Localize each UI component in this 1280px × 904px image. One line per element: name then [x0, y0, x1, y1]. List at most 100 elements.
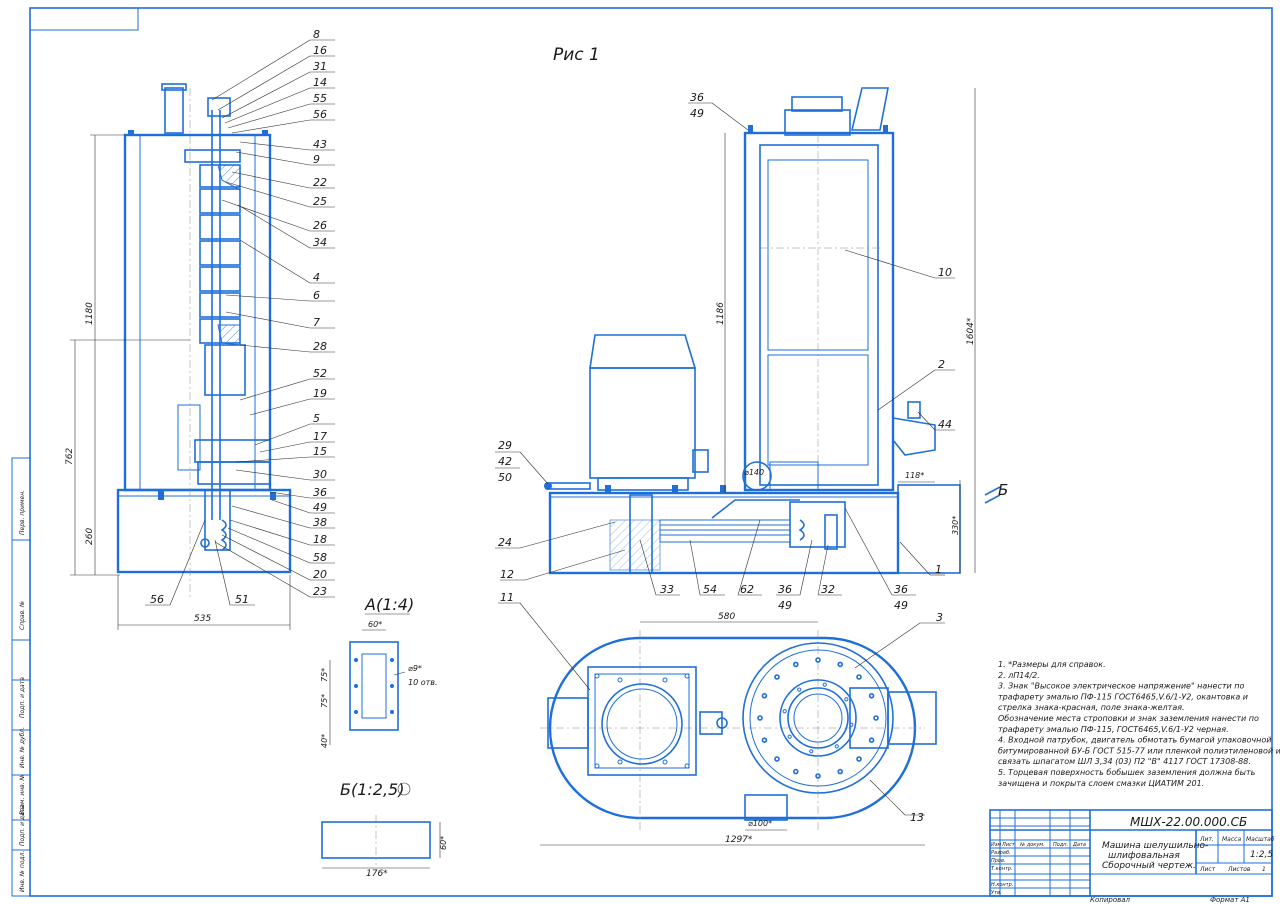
callout-front-33: 33 [660, 583, 674, 596]
callout-front-62: 62 [740, 583, 754, 596]
dim-535: 535 [194, 614, 211, 624]
bolt-hole [844, 697, 849, 702]
callout-front-12: 12 [500, 568, 514, 581]
callout-front-2: 2 [938, 358, 945, 371]
side-stamp: Перв. примен. Справ. № Подп. и дата Инв.… [11, 457, 31, 897]
copied-label: Копировал [1090, 896, 1131, 904]
callout-left-52: 52 [313, 367, 327, 380]
rotor-stack [199, 164, 241, 346]
note-line: трафарету эмалью ПФ-115, ГОСТ6465,V.6/1-… [998, 725, 1229, 734]
bolt-hole [856, 756, 862, 762]
callout-left-30: 30 [313, 468, 327, 481]
note-line: стрелка знака-красная, поле знака-желтая… [998, 703, 1185, 712]
callout-left-16: 16 [313, 44, 327, 57]
col-list: Лист [1001, 842, 1016, 848]
dim-118: 118* [905, 471, 924, 480]
note-line: зачищена и покрыта слоем смазки ЦИАТИМ 2… [998, 779, 1204, 788]
dim-d140: ⌀140 [744, 468, 764, 477]
callout-left-20: 20 [313, 568, 327, 581]
sheet-label: Лист [1199, 866, 1216, 873]
technical-notes: 1. *Размеры для справок.2. лП14/2.3. Зна… [998, 660, 1280, 788]
col-sign: Подп. [1053, 842, 1068, 848]
view-b-dim-176: 176* [366, 869, 388, 879]
bolt-hole [761, 693, 768, 699]
view-a: А(1:4) 60* 75* 75* 40* ⌀9* 10 отв. [320, 595, 438, 748]
role-prov: Пров. [991, 858, 1006, 864]
view-a-title: А(1:4) [364, 595, 414, 614]
view-a-dim-75a: 75* [320, 668, 329, 682]
sheets-count: 1 [1262, 866, 1266, 873]
callout-left-25: 25 [313, 195, 327, 208]
callout-front-42: 42 [498, 455, 512, 468]
callout-left-22: 22 [313, 176, 327, 189]
callout-left-4: 4 [313, 271, 320, 284]
role-nkontr: Н.контр. [991, 882, 1013, 888]
bolt-hole [774, 756, 780, 762]
scale-label: Масштаб [1246, 836, 1275, 843]
title-name-2: шлифовальная [1108, 851, 1180, 861]
dim-1186: 1186 [716, 302, 726, 325]
bolt-hole [757, 715, 763, 721]
figure-title: Рис 1 [553, 45, 600, 65]
bolt-hole [684, 673, 690, 679]
note-line: 1. *Размеры для справок. [998, 660, 1106, 669]
callout-left-6: 6 [313, 289, 320, 302]
bolt-hole [617, 677, 623, 683]
bolt-hole [793, 661, 799, 668]
callout-left-28: 28 [313, 340, 327, 353]
bolt-hole [837, 661, 843, 668]
callout-front-10: 10 [938, 266, 952, 279]
bolt-hole [797, 687, 802, 692]
callout-left-56: 56 [313, 108, 327, 121]
title-name-3: Сборочный чертеж. [1102, 861, 1196, 871]
note-line: трафарету эмалью ПФ-115 ГОСТ6465,V.6/1-У… [998, 692, 1248, 701]
bolt-hole [594, 673, 600, 679]
plan-view: 580 ⌀100* 1297* 11 3 13 [498, 591, 945, 846]
title-designation: МШХ-22.00.000.СБ [1130, 815, 1247, 829]
callout-front-36c: 36 [894, 583, 908, 596]
callout-plan-11: 11 [500, 591, 514, 604]
callout-left-19: 19 [313, 387, 327, 400]
mass-label: Масса [1222, 836, 1241, 843]
view-b-arrow-label: Б [998, 481, 1008, 499]
callout-left-26: 26 [313, 219, 327, 232]
callout-left-9: 9 [313, 153, 320, 166]
callout-left-31: 31 [313, 60, 327, 73]
callout-front-49b: 49 [778, 599, 792, 612]
left-section-view: 1180 762 260 535 81631145556439222526344… [65, 28, 335, 630]
bolt-hole [873, 715, 879, 721]
side-stamp-2: Справ. № [19, 601, 26, 630]
callout-left-55: 55 [313, 92, 327, 105]
dim-330: 330* [951, 516, 960, 535]
callout-front-50: 50 [498, 471, 512, 484]
dim-580: 580 [718, 612, 735, 622]
callout-front-49: 49 [690, 107, 704, 120]
bolt-hole [761, 737, 768, 743]
bolt-hole [684, 763, 690, 769]
callout-left-38: 38 [313, 516, 327, 529]
front-view: ⌀140 1186 1604* 118* 330* [495, 87, 1008, 612]
side-stamp-5: Взам. инв. № [19, 774, 26, 815]
bolt-hole [774, 674, 780, 680]
view-a-dim-hole: ⌀9* [408, 664, 422, 673]
note-line: Обозначение места строповки и знак зазем… [998, 714, 1259, 723]
view-a-dim-40: 40* [320, 734, 329, 748]
callout-left-14: 14 [313, 76, 327, 89]
title-name-1: Машина шелушильно- [1102, 841, 1208, 851]
callout-left-8: 8 [313, 28, 320, 41]
callout-left-36: 36 [313, 486, 327, 499]
bolt-hole [822, 682, 827, 687]
callout-front-36: 36 [690, 91, 704, 104]
bolt-hole [787, 734, 792, 739]
bolt-hole [594, 763, 600, 769]
side-stamp-3: Подп. и дата [19, 677, 26, 718]
role-razrab: Разраб. [991, 850, 1011, 856]
view-a-dim-75b: 75* [320, 694, 329, 708]
callout-front-49c: 49 [894, 599, 908, 612]
format-label: Формат А1 [1210, 896, 1250, 904]
role-utv: Утв. [991, 890, 1002, 896]
bolt-hole [856, 674, 862, 680]
note-line: 3. Знак "Высокое электрическое напряжени… [998, 682, 1244, 691]
dim-1604: 1604* [966, 317, 976, 345]
scale-value: 1:2,5 [1250, 850, 1273, 860]
